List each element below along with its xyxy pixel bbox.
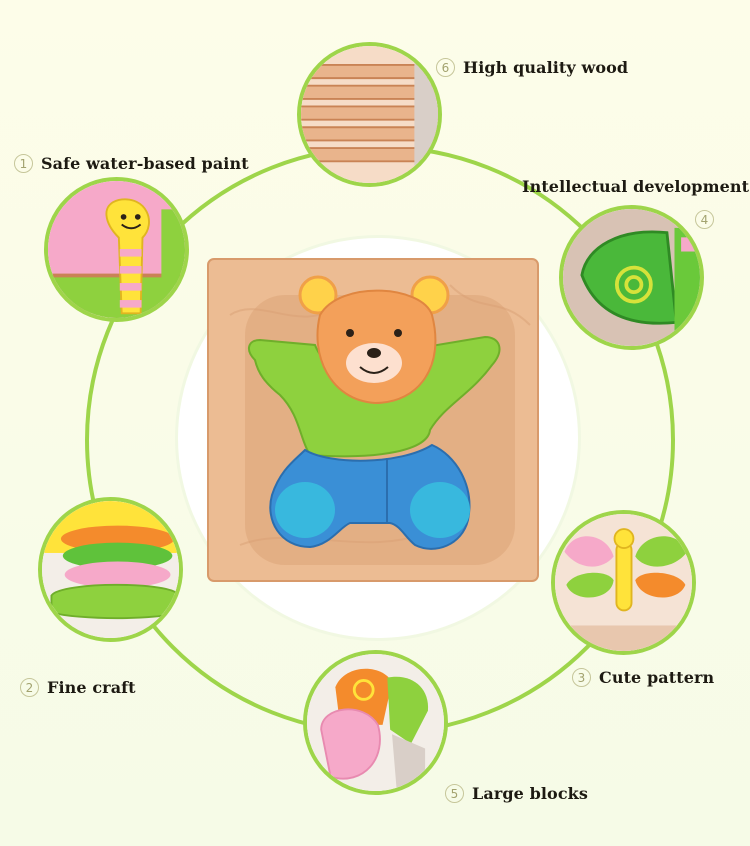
feature-number: 6 <box>436 58 455 77</box>
feature-6: 6 High quality wood <box>436 58 628 77</box>
feature-4-label: Intellectual development <box>522 177 749 196</box>
feature-5: 5 Large blocks <box>445 784 588 803</box>
feature-4-number: 4 <box>695 210 722 229</box>
feature-label: High quality wood <box>463 58 629 77</box>
wood-layers-circle <box>297 42 442 187</box>
feature-number: 5 <box>445 784 464 803</box>
feature-label: Large blocks <box>472 784 588 803</box>
cute-pattern-circle <box>551 510 696 655</box>
feature-3: 3 Cute pattern <box>572 668 714 687</box>
feature-2: 2 Fine craft <box>20 678 136 697</box>
feature-number: 2 <box>20 678 39 697</box>
feature-number: 1 <box>14 154 33 173</box>
large-blocks-circle <box>303 650 448 795</box>
feature-label: Safe water-based paint <box>41 154 249 173</box>
feature-label: Intellectual development <box>522 177 750 196</box>
development-circle <box>559 205 704 350</box>
feature-label: Cute pattern <box>599 668 715 687</box>
feature-1: 1 Safe water-based paint <box>14 154 249 173</box>
bear-puzzle-image <box>200 255 540 585</box>
feature-label: Fine craft <box>47 678 136 697</box>
paint-detail-circle <box>44 177 189 322</box>
feature-number: 4 <box>695 210 714 229</box>
fine-craft-circle <box>38 497 183 642</box>
feature-number: 3 <box>572 668 591 687</box>
